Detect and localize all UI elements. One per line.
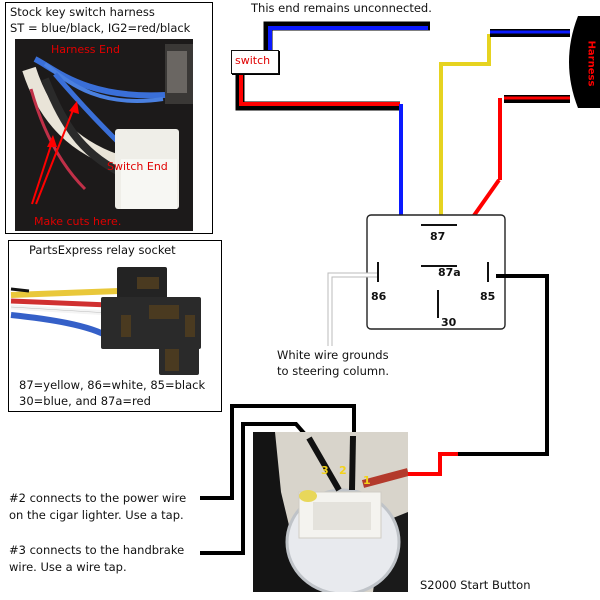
red-wire-pin1 <box>408 452 458 476</box>
relay-pin-86: 86 <box>371 290 387 303</box>
harness-ig2-wire <box>504 95 570 103</box>
relay-socket-panel: PartsExpress relay socket 87=yellow, 86=… <box>8 240 222 412</box>
button-pin-2: 2 <box>339 464 347 477</box>
harness-photo: Harness End Switch End Make cuts here. <box>15 39 193 231</box>
yellow-wire-87 <box>439 34 491 220</box>
relay-pin-85: 85 <box>480 290 496 303</box>
harness-label: Harness <box>585 40 597 87</box>
white-wire-86 <box>327 272 377 346</box>
black-wire-pin3 <box>200 422 312 555</box>
relay-pin-30: 30 <box>441 316 457 329</box>
ground-note-1: White wire grounds <box>277 348 389 362</box>
ig2-wire <box>235 72 400 111</box>
harness-panel-title-2: ST = blue/black, IG2=red/black <box>10 21 191 35</box>
ground-note-2: to steering column. <box>277 364 390 378</box>
switch-end-label: Switch End <box>107 160 168 173</box>
start-button-photo: 3 2 1 <box>253 432 408 592</box>
make-cuts-label: Make cuts here. <box>34 215 122 228</box>
unconnected-note: This end remains unconnected. <box>251 1 432 15</box>
relay-socket-photo <box>10 267 201 375</box>
arrow-head-icon <box>47 135 57 147</box>
start-button-caption: S2000 Start Button <box>420 578 531 592</box>
arrow-head-icon <box>69 101 79 114</box>
harness-end-label: Harness End <box>51 43 120 56</box>
relay-socket-title: PartsExpress relay socket <box>29 243 176 257</box>
harness-photo-drawing <box>15 39 193 231</box>
black-wire-85 <box>458 274 549 456</box>
relay-pin-87a: 87a <box>438 266 461 279</box>
relay-body <box>366 214 506 330</box>
black-wire-pin2 <box>200 404 356 500</box>
relay-socket-legend-1: 87=yellow, 86=white, 85=black <box>19 378 206 392</box>
harness-panel: Stock key switch harness ST = blue/black… <box>5 2 213 234</box>
relay-pin-87: 87 <box>430 230 446 243</box>
pin2-note-2: on the cigar lighter. Use a tap. <box>9 508 184 522</box>
harness-st-wire <box>490 29 570 37</box>
st-wire <box>263 21 430 50</box>
start-button-drawing <box>253 432 408 592</box>
pin3-note-1: #3 connects to the handbrake <box>9 543 185 557</box>
pin3-note-2: wire. Use a wire tap. <box>9 560 127 574</box>
relay-socket-legend-2: 30=blue, and 87a=red <box>19 394 151 408</box>
pin2-note-1: #2 connects to the power wire <box>9 491 187 505</box>
switch-box: switch <box>231 50 279 74</box>
harness-connector <box>569 16 600 108</box>
button-pin-1: 1 <box>363 474 371 487</box>
switch-label: switch <box>235 54 271 67</box>
harness-panel-title-1: Stock key switch harness <box>10 5 155 19</box>
button-pin-3: 3 <box>321 464 329 477</box>
